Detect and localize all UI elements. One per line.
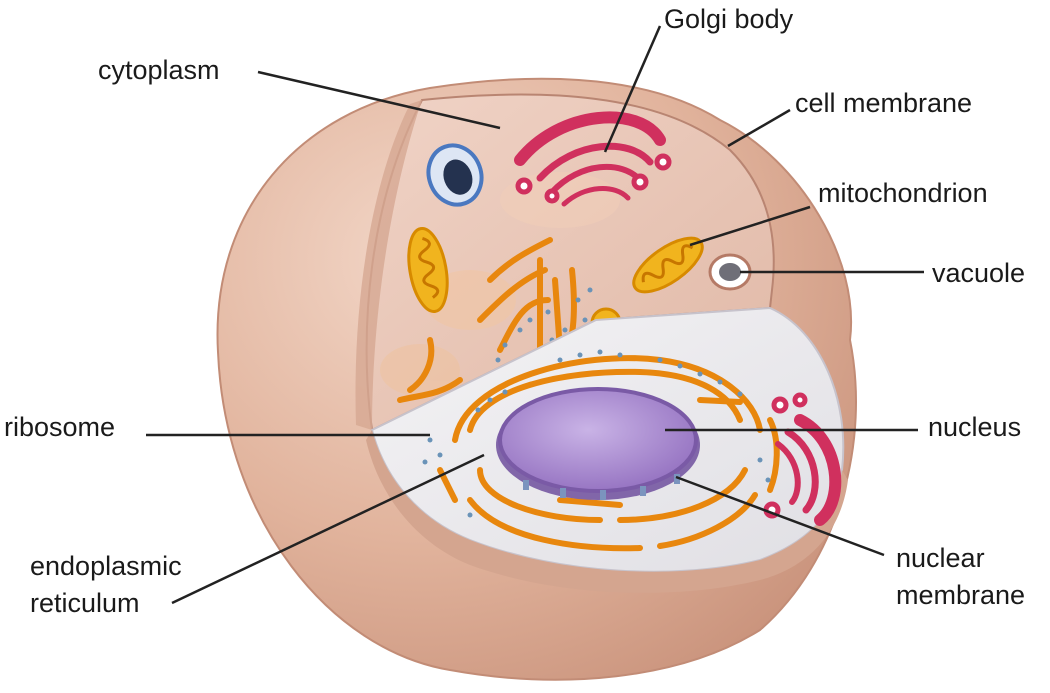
label-cytoplasm: cytoplasm	[98, 57, 220, 84]
label-mitochondrion: mitochondrion	[818, 180, 988, 207]
label-golgi-body: Golgi body	[664, 6, 793, 33]
label-ribosome: ribosome	[4, 414, 115, 441]
label-nucleus: nucleus	[928, 414, 1021, 441]
label-endoplasmic-reticulum: endoplasmic reticulum	[30, 548, 182, 622]
leader-cell-membrane	[728, 110, 790, 146]
label-cell-membrane: cell membrane	[795, 90, 972, 117]
label-vacuole: vacuole	[932, 260, 1025, 287]
nucleus-body	[496, 389, 700, 500]
label-nuclear-membrane: nuclear membrane	[896, 540, 1025, 614]
